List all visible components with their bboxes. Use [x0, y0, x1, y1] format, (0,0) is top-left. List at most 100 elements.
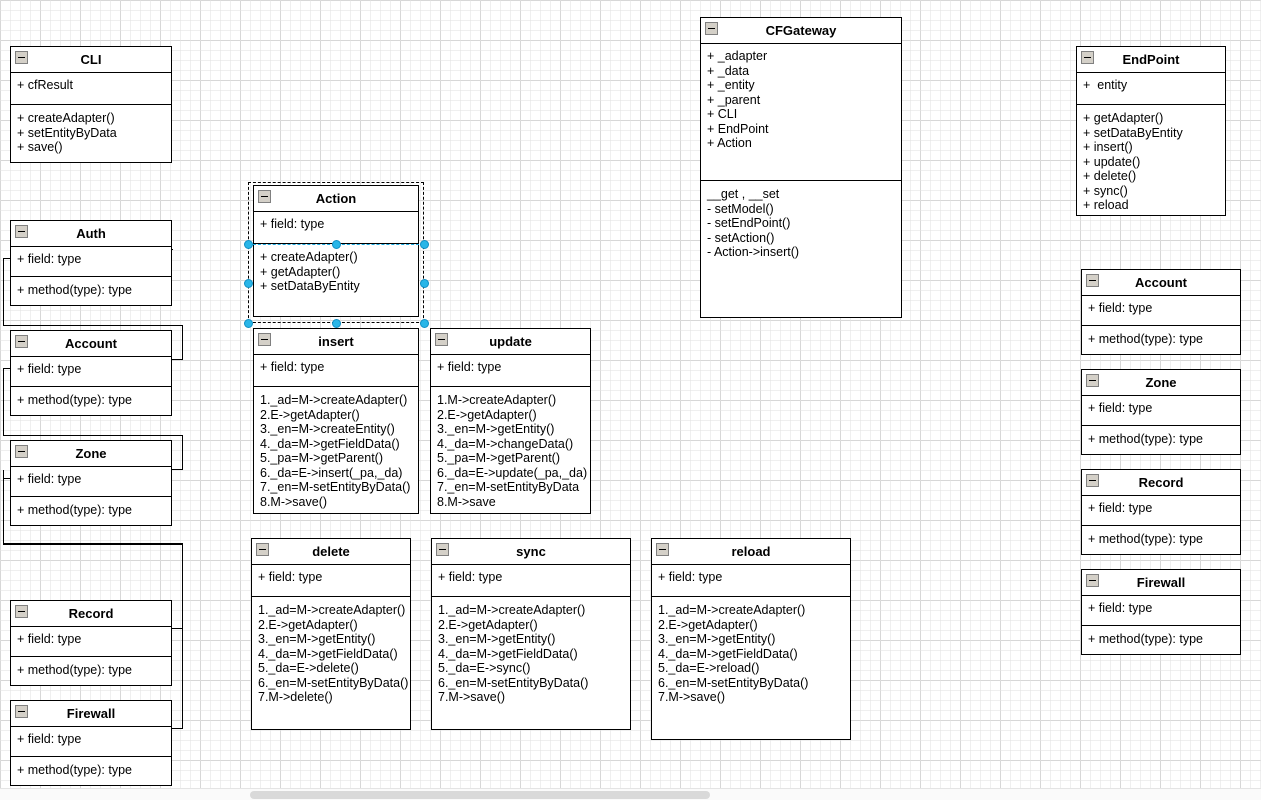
resize-handle-nw[interactable] — [243, 239, 253, 249]
resize-handle-e[interactable] — [419, 279, 429, 288]
class-operations-compartment[interactable]: __get , __set- setModel()- setEndPoint()… — [701, 181, 901, 266]
collapse-minus-icon[interactable] — [1081, 51, 1094, 64]
collapse-minus-icon[interactable] — [656, 543, 669, 556]
class-operations-compartment[interactable]: 1._ad=M->createAdapter()2.E->getAdapter(… — [652, 597, 850, 711]
class-attributes-compartment[interactable]: + field: type — [1082, 596, 1240, 626]
resize-handle-se[interactable] — [419, 318, 429, 328]
collapse-minus-icon[interactable] — [15, 705, 28, 718]
collapse-minus-icon[interactable] — [1086, 274, 1099, 287]
class-title-bar[interactable]: Account — [11, 331, 171, 357]
class-operations-compartment[interactable]: + getAdapter()+ setDataByEntity+ insert(… — [1077, 105, 1225, 219]
class-box-cfgateway[interactable]: CFGateway+ _adapter+ _data+ _entity+ _pa… — [700, 17, 902, 318]
class-box-cli[interactable]: CLI+ cfResult+ createAdapter()+ setEntit… — [10, 46, 172, 163]
class-operations-compartment[interactable]: + method(type): type — [1082, 326, 1240, 353]
class-attributes-compartment[interactable]: + field: type — [1082, 396, 1240, 426]
class-title-bar[interactable]: Zone — [11, 441, 171, 467]
collapse-minus-icon[interactable] — [436, 543, 449, 556]
class-attributes-compartment[interactable]: + field: type — [11, 247, 171, 277]
connector-record-right-v[interactable] — [182, 543, 183, 728]
class-operations-compartment[interactable]: 1.M->createAdapter()2.E->getAdapter()3._… — [431, 387, 590, 515]
collapse-minus-icon[interactable] — [1086, 374, 1099, 387]
class-title-bar[interactable]: update — [431, 329, 590, 355]
collapse-minus-icon[interactable] — [258, 190, 271, 203]
class-title-bar[interactable]: Record — [11, 601, 171, 627]
connector-account-left-in[interactable] — [3, 368, 15, 369]
class-box-auth[interactable]: Auth+ field: type+ method(type): type — [10, 220, 172, 306]
connector-zone-left-v[interactable] — [3, 470, 4, 478]
collapse-minus-icon[interactable] — [705, 22, 718, 35]
class-attributes-compartment[interactable]: + field: type — [1082, 496, 1240, 526]
connector-zone-to-record-h[interactable] — [3, 543, 183, 545]
collapse-minus-icon[interactable] — [258, 333, 271, 346]
class-box-zone-right[interactable]: Zone+ field: type+ method(type): type — [1081, 369, 1241, 455]
class-title-bar[interactable]: Account — [1082, 270, 1240, 296]
connector-zone-left-in[interactable] — [3, 478, 15, 479]
collapse-minus-icon[interactable] — [1086, 574, 1099, 587]
class-attributes-compartment[interactable]: + field: type — [254, 212, 418, 244]
class-attributes-compartment[interactable]: + field: type — [1082, 296, 1240, 326]
class-attributes-compartment[interactable]: + field: type — [11, 627, 171, 657]
class-operations-compartment[interactable]: + createAdapter()+ setEntityByData+ save… — [11, 105, 171, 161]
connector-firewall-right-in[interactable] — [172, 728, 183, 729]
class-title-bar[interactable]: EndPoint — [1077, 47, 1225, 73]
class-operations-compartment[interactable]: 1._ad=M->createAdapter()2.E->getAdapter(… — [254, 387, 418, 515]
class-attributes-compartment[interactable]: + field: type — [252, 565, 410, 597]
connector-zone-right-in[interactable] — [172, 469, 183, 470]
connector-account-right-v[interactable] — [182, 325, 183, 360]
collapse-minus-icon[interactable] — [15, 225, 28, 238]
connector-account-right-in[interactable] — [172, 359, 183, 360]
collapse-minus-icon[interactable] — [256, 543, 269, 556]
collapse-minus-icon[interactable] — [1086, 474, 1099, 487]
class-operations-compartment[interactable]: + createAdapter()+ getAdapter()+ setData… — [254, 244, 418, 300]
connector-acct-to-zone-h[interactable] — [3, 435, 183, 436]
class-attributes-compartment[interactable]: + field: type — [11, 727, 171, 757]
collapse-minus-icon[interactable] — [435, 333, 448, 346]
class-title-bar[interactable]: Auth — [11, 221, 171, 247]
class-attributes-compartment[interactable]: + field: type — [652, 565, 850, 597]
connector-zone-right-v[interactable] — [182, 435, 183, 470]
class-box-firewall-right[interactable]: Firewall+ field: type+ method(type): typ… — [1081, 569, 1241, 655]
class-operations-compartment[interactable]: + method(type): type — [11, 277, 171, 304]
class-operations-compartment[interactable]: + method(type): type — [11, 497, 171, 524]
connector-zone-outer-v[interactable] — [3, 478, 4, 544]
class-operations-compartment[interactable]: + method(type): type — [11, 757, 171, 784]
class-operations-compartment[interactable]: + method(type): type — [11, 387, 171, 414]
class-title-bar[interactable]: reload — [652, 539, 850, 565]
connector-auth-left-in[interactable] — [3, 258, 15, 259]
connector-record-right-in[interactable] — [172, 628, 183, 629]
class-box-firewall-left[interactable]: Firewall+ field: type+ method(type): typ… — [10, 700, 172, 786]
class-box-account-right[interactable]: Account+ field: type+ method(type): type — [1081, 269, 1241, 355]
class-attributes-compartment[interactable]: + field: type — [431, 355, 590, 387]
class-title-bar[interactable]: CFGateway — [701, 18, 901, 44]
connector-auth-left-v[interactable] — [3, 258, 4, 326]
resize-handle-s[interactable] — [331, 318, 341, 328]
class-box-zone-left[interactable]: Zone+ field: type+ method(type): type — [10, 440, 172, 526]
class-box-record-left[interactable]: Record+ field: type+ method(type): type — [10, 600, 172, 686]
class-operations-compartment[interactable]: 1._ad=M->createAdapter()2.E->getAdapter(… — [252, 597, 410, 711]
collapse-minus-icon[interactable] — [15, 51, 28, 64]
class-attributes-compartment[interactable]: + cfResult — [11, 73, 171, 105]
resize-handle-sw[interactable] — [243, 318, 253, 328]
class-title-bar[interactable]: sync — [432, 539, 630, 565]
class-title-bar[interactable]: Record — [1082, 470, 1240, 496]
collapse-minus-icon[interactable] — [15, 605, 28, 618]
class-title-bar[interactable]: CLI — [11, 47, 171, 73]
class-operations-compartment[interactable]: + method(type): type — [11, 657, 171, 684]
class-title-bar[interactable]: Firewall — [1082, 570, 1240, 596]
class-attributes-compartment[interactable]: + field: type — [432, 565, 630, 597]
class-title-bar[interactable]: Action — [254, 186, 418, 212]
collapse-minus-icon[interactable] — [15, 335, 28, 348]
resize-handle-n[interactable] — [331, 239, 341, 249]
class-box-endpoint[interactable]: EndPoint+ entity+ getAdapter()+ setDataB… — [1076, 46, 1226, 216]
class-title-bar[interactable]: insert — [254, 329, 418, 355]
resize-handle-w[interactable] — [243, 279, 253, 288]
horizontal-scrollbar[interactable] — [0, 788, 1261, 800]
class-title-bar[interactable]: delete — [252, 539, 410, 565]
horizontal-scrollbar-thumb[interactable] — [250, 791, 710, 799]
